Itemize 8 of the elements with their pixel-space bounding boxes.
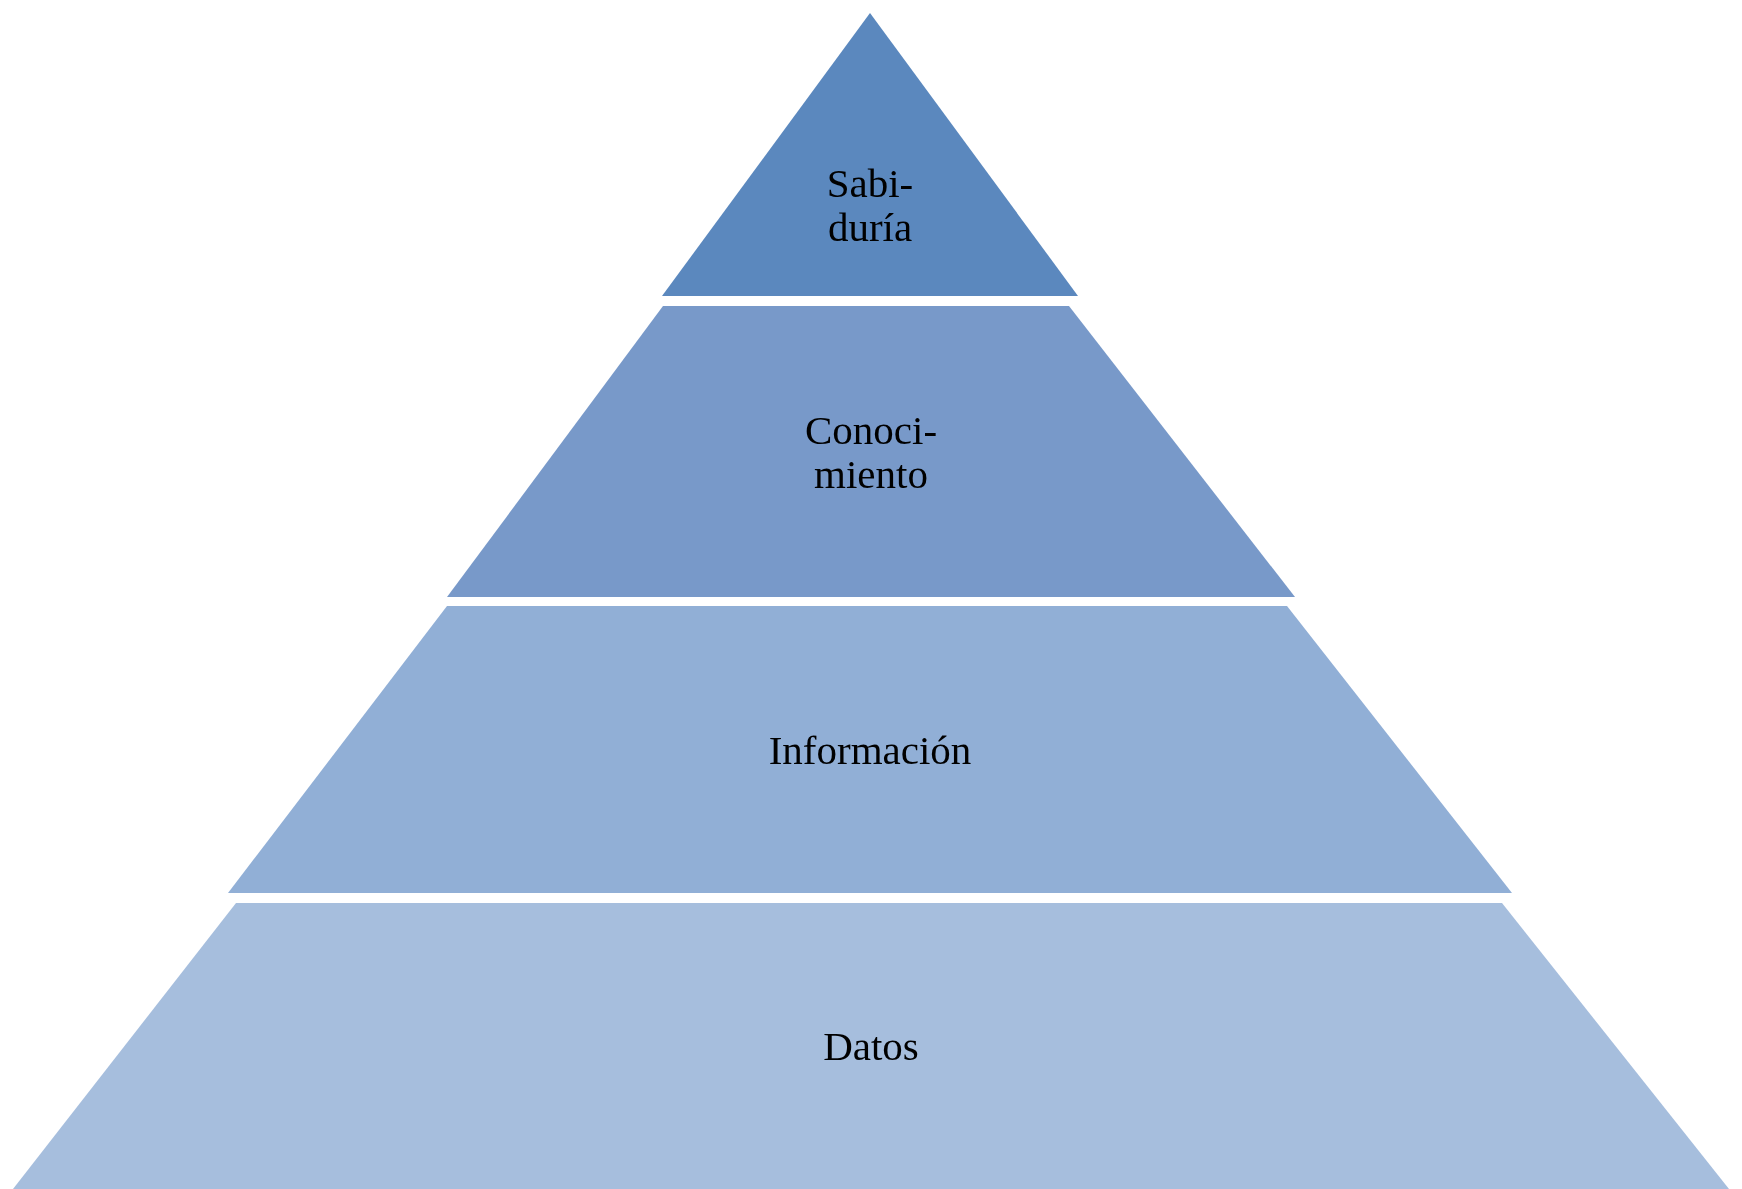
tier-label: Datos	[822, 1024, 920, 1068]
tier-label: Información	[767, 727, 973, 772]
pyramid-tier	[447, 306, 1295, 597]
pyramid-tier	[13, 903, 1729, 1189]
tier-label: Conoci- miento	[803, 407, 939, 496]
pyramid-tier	[228, 606, 1512, 893]
pyramid-tier	[662, 13, 1078, 296]
tier-label: Sabi- duría	[825, 161, 915, 250]
